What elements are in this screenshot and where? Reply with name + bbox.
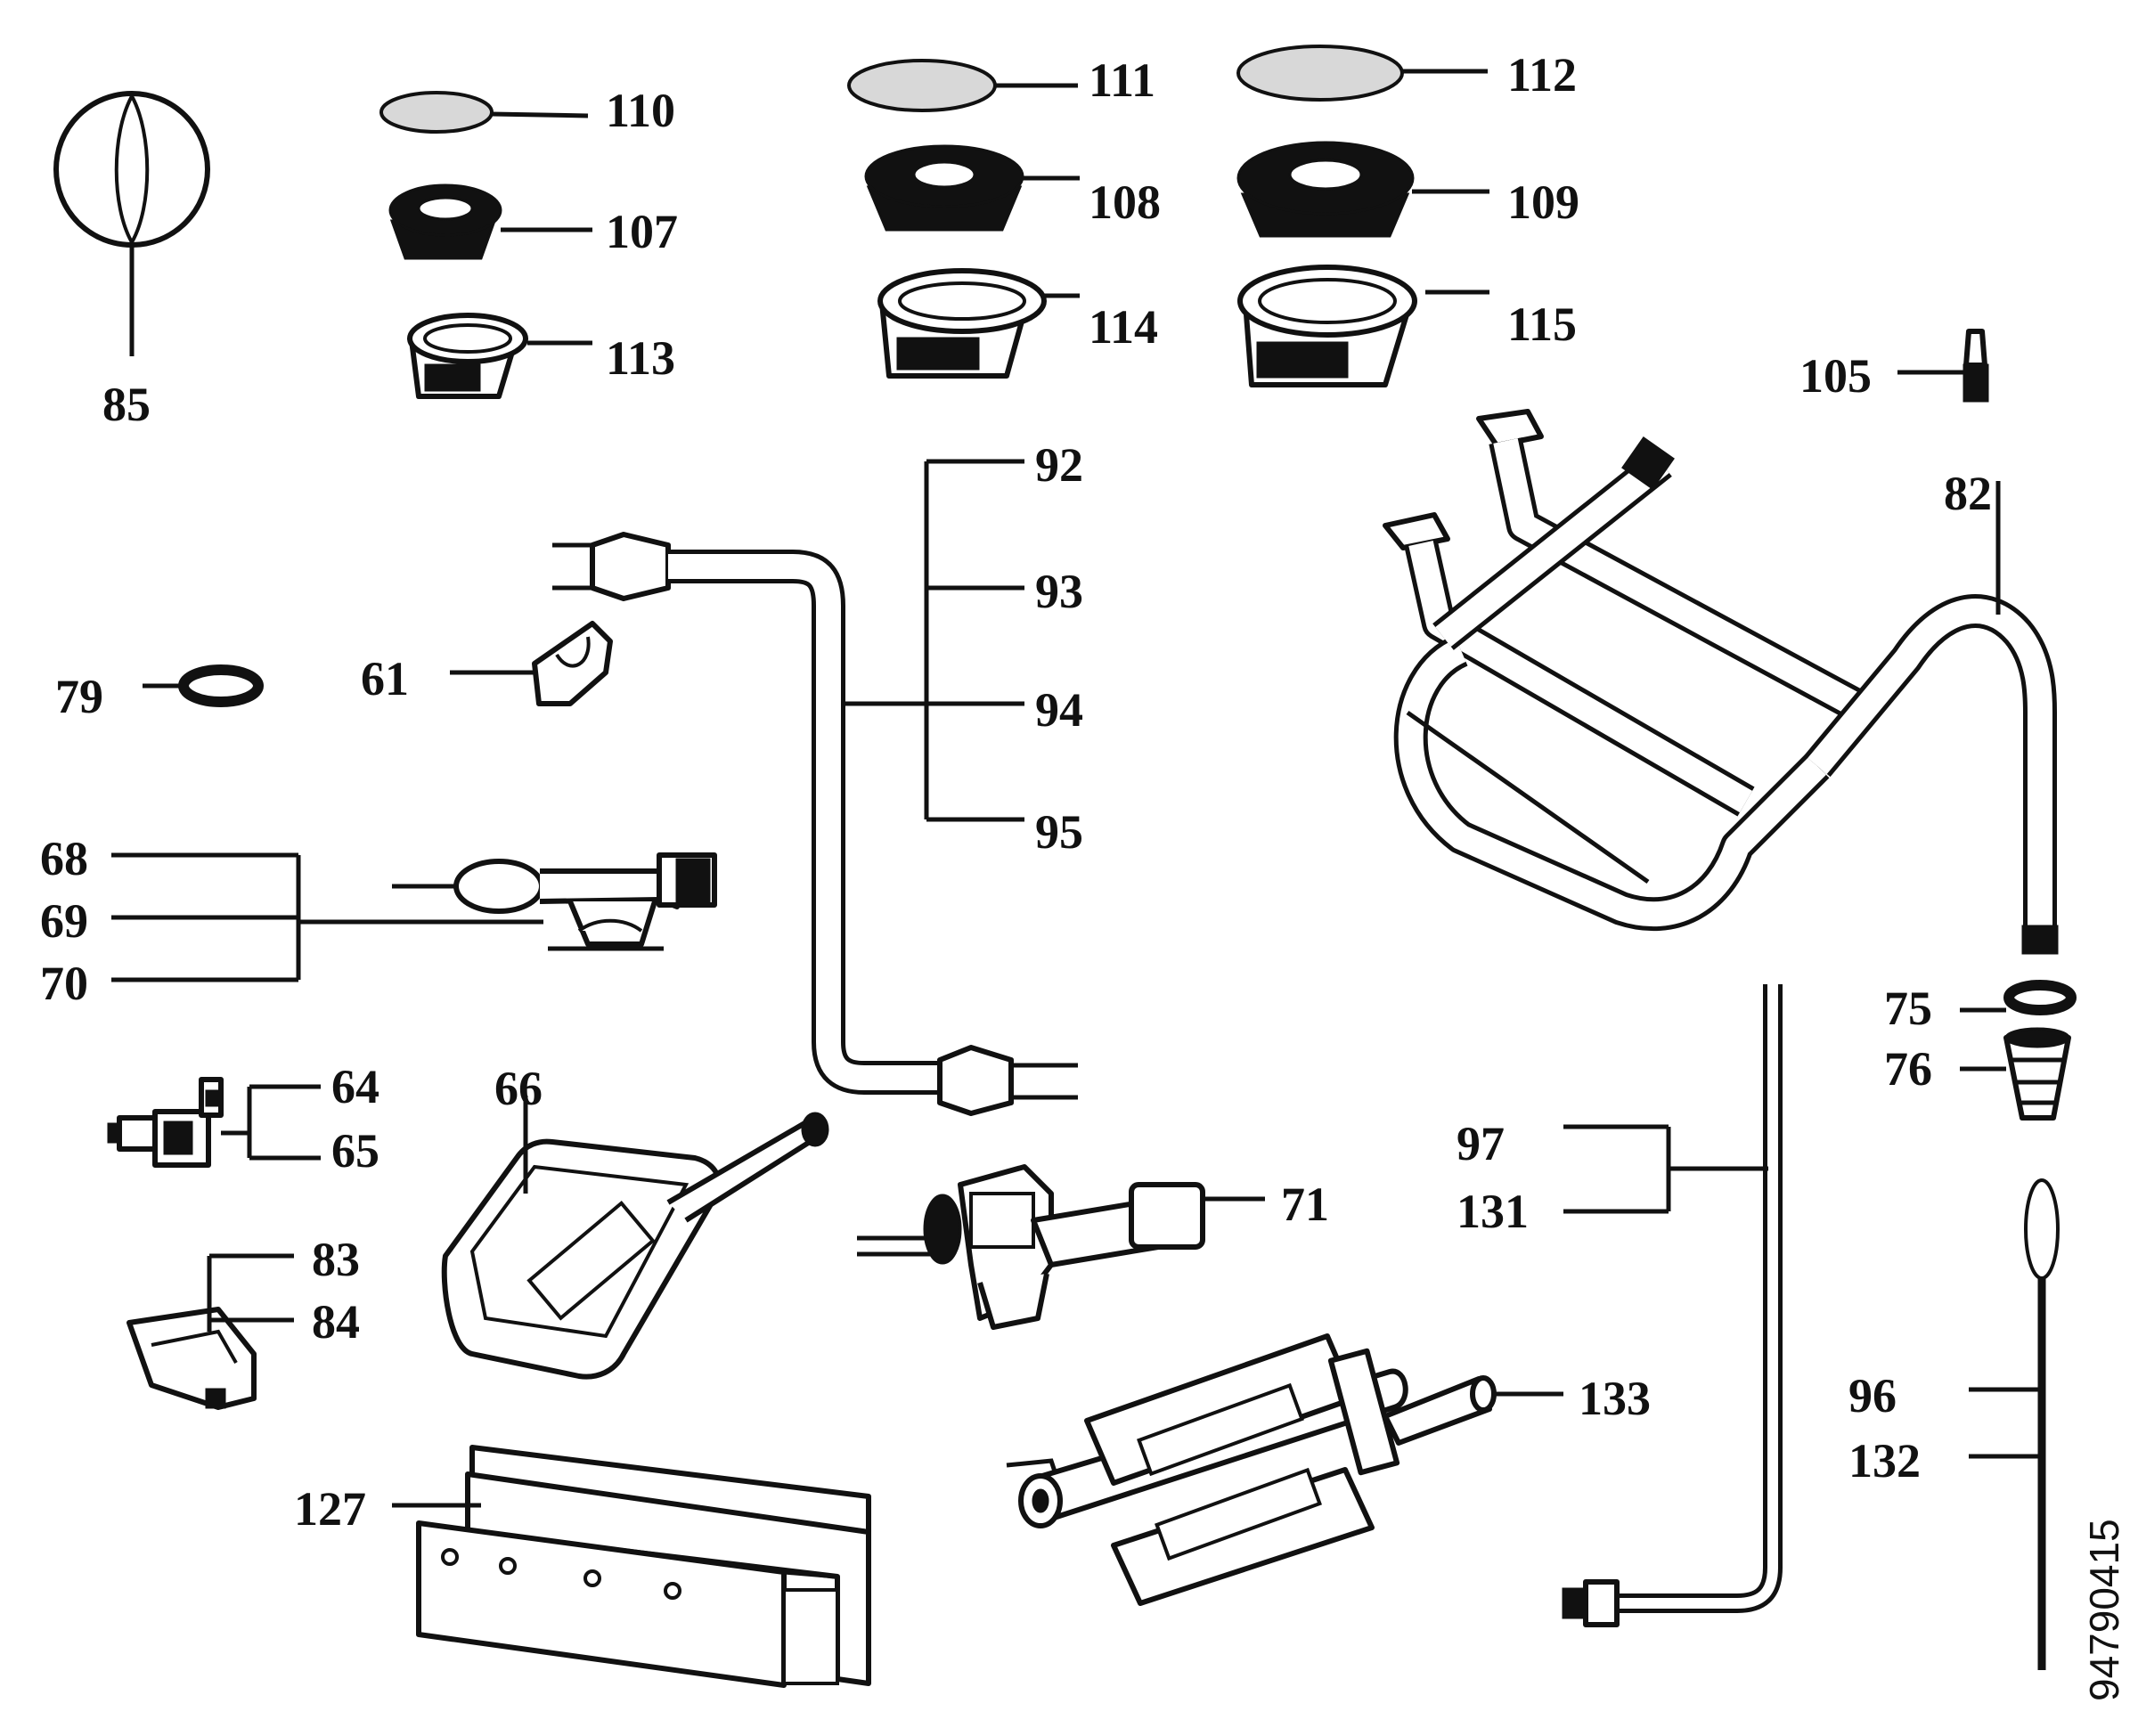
label-133: 133: [1579, 1372, 1651, 1425]
label-94: 94: [1035, 683, 1083, 737]
part-68-70-valve-assembly: [111, 852, 717, 982]
label-132: 132: [1848, 1434, 1921, 1487]
label-79: 79: [55, 670, 103, 723]
label-69: 69: [40, 894, 88, 948]
part-85-knob: [53, 91, 210, 356]
label-66: 66: [494, 1062, 543, 1115]
label-61: 61: [361, 652, 409, 705]
label-109: 109: [1507, 175, 1579, 229]
label-114: 114: [1089, 300, 1158, 354]
label-97: 97: [1457, 1117, 1505, 1170]
label-83: 83: [312, 1233, 360, 1286]
label-68: 68: [40, 832, 88, 885]
part-127-burner-rail: [392, 1445, 871, 1688]
label-92: 92: [1035, 438, 1083, 492]
label-108: 108: [1089, 175, 1161, 229]
part-111-burner-cap: [847, 59, 1078, 112]
part-76-nut: [1960, 1027, 2071, 1121]
label-110: 110: [606, 84, 675, 137]
label-115: 115: [1507, 297, 1577, 351]
part-75-washer: [1960, 980, 2077, 1015]
part-107-burner-crown: [388, 183, 592, 260]
label-111: 111: [1089, 53, 1155, 107]
label-93: 93: [1035, 565, 1083, 618]
part-66-thermostat: [441, 1096, 829, 1380]
part-109-burner-crown: [1236, 141, 1489, 238]
part-96-132-thermocouple: [1969, 1178, 2060, 1670]
part-110-burner-cap: [379, 91, 589, 134]
label-64: 64: [331, 1060, 379, 1113]
part-97-131-pilot-pipe: [1562, 984, 1783, 1627]
label-85: 85: [102, 378, 151, 431]
part-64-65-connector: [107, 1077, 321, 1168]
label-76: 76: [1884, 1042, 1932, 1096]
label-65: 65: [331, 1124, 379, 1178]
part-105-injector: [1897, 329, 1989, 403]
label-131: 131: [1457, 1185, 1529, 1238]
label-113: 113: [606, 331, 675, 385]
label-107: 107: [606, 205, 678, 258]
label-71: 71: [1281, 1178, 1329, 1231]
part-92-95-gas-pipe: [552, 459, 1078, 1116]
label-82: 82: [1944, 467, 1992, 520]
part-83-84-bracket: [126, 1253, 294, 1410]
part-113-burner-base: [407, 313, 592, 399]
part-133-igniter: [1006, 1333, 1563, 1606]
drawing-code: 94790415: [2081, 1519, 2127, 1701]
part-114-burner-base: [877, 268, 1080, 379]
part-112-burner-cap: [1236, 45, 1488, 102]
label-105: 105: [1799, 349, 1872, 403]
part-79-seal-ring: [143, 664, 264, 707]
label-84: 84: [312, 1295, 360, 1349]
part-61-clip: [450, 621, 613, 706]
part-71-gas-tap: [857, 1164, 1265, 1330]
label-96: 96: [1848, 1369, 1897, 1422]
label-95: 95: [1035, 805, 1083, 859]
label-112: 112: [1507, 48, 1577, 102]
label-70: 70: [40, 957, 88, 1010]
part-82-burner-frame: [1383, 409, 2059, 955]
label-75: 75: [1884, 982, 1932, 1035]
label-127: 127: [294, 1482, 366, 1536]
part-115-burner-base: [1237, 265, 1489, 387]
part-108-burner-crown: [864, 144, 1080, 232]
